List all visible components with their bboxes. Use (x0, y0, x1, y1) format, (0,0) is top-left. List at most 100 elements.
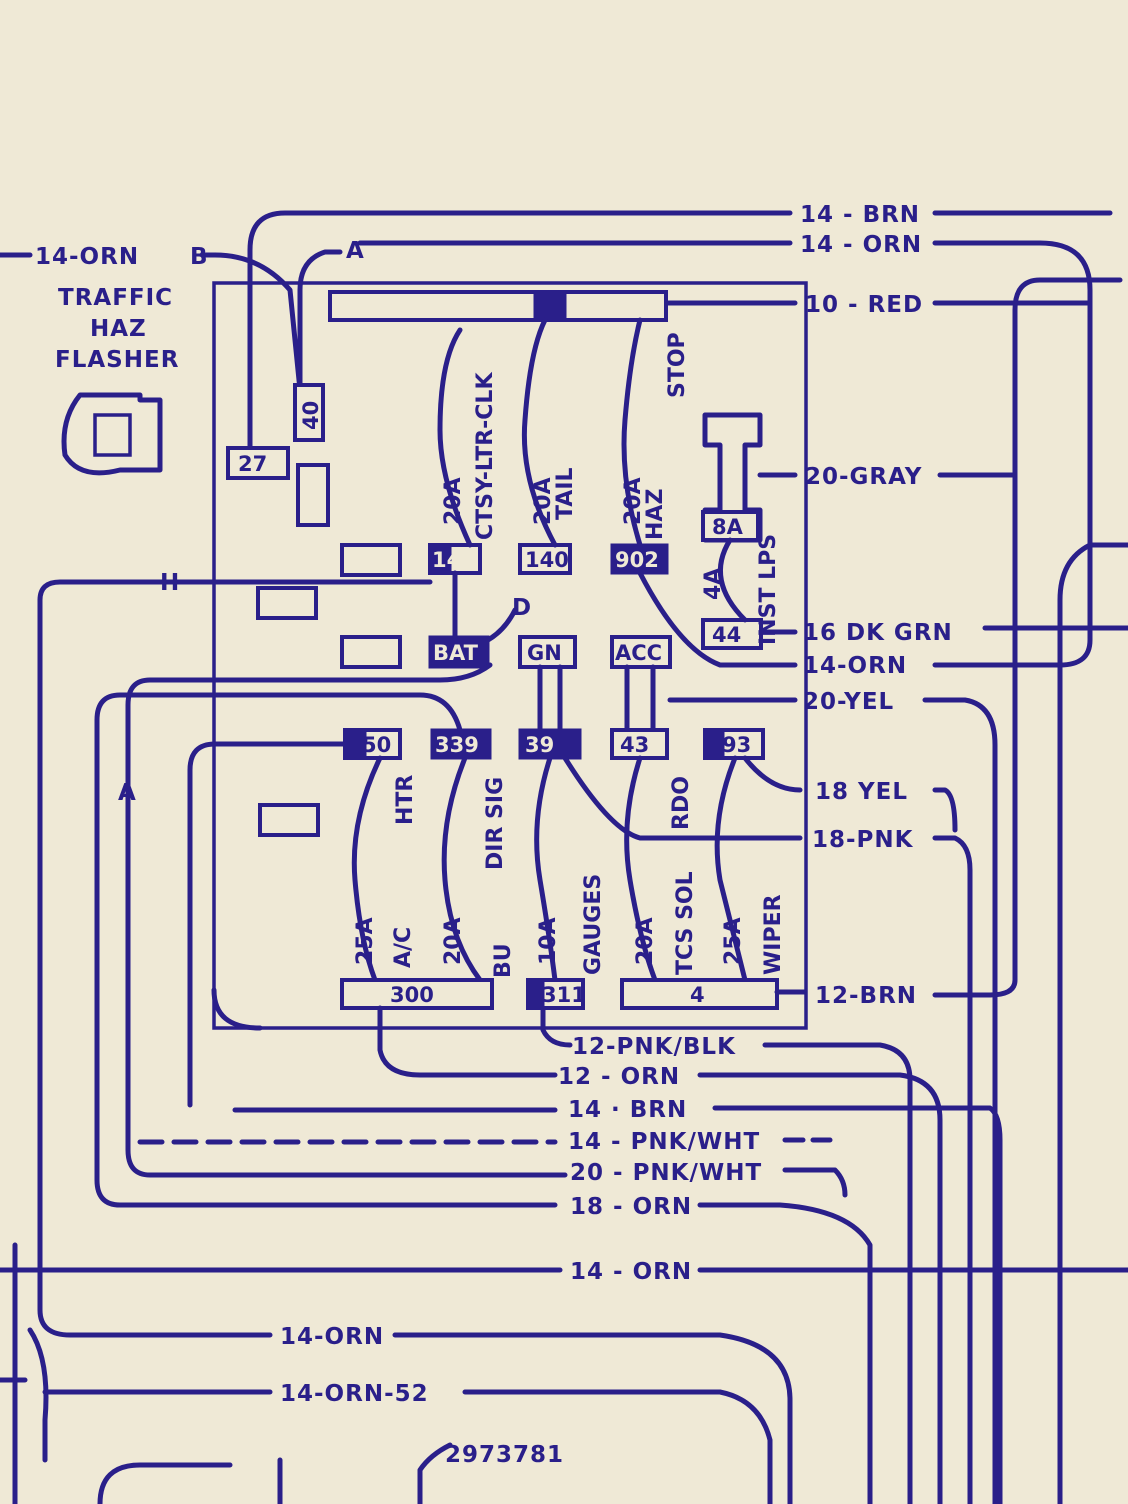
fuse-ctsy-wire (437, 327, 473, 548)
label-12-pnk-blk: 12-PNK/BLK (572, 1034, 736, 1060)
fuse-stop-name: STOP (665, 332, 690, 398)
fuse-block-outline (212, 281, 808, 1030)
term-50: 50 (362, 733, 391, 757)
terminal-27 (226, 446, 290, 480)
term-43: 43 (620, 733, 649, 757)
fuse-bu-name: BU (491, 943, 516, 978)
term-140: 140 (432, 548, 476, 572)
label-part-number: 2973781 (445, 1442, 564, 1468)
fuse-gauges-name: GAUGES (581, 874, 606, 975)
fuse-ac-name: A/C (391, 927, 416, 968)
label-a-top: A (346, 238, 365, 264)
term-27: 27 (238, 452, 267, 476)
label-h: H (160, 570, 180, 596)
label-18-pnk: 18-PNK (812, 827, 914, 853)
label-haz: HAZ (90, 316, 147, 342)
wire-loop-339 (94, 692, 558, 1208)
wire-93-yel18 (742, 755, 803, 793)
label-10-red: 10 - RED (805, 292, 923, 318)
fuse-tcs-wire (624, 755, 658, 983)
bat-to-d (485, 607, 518, 643)
wire-311-pnkblk (540, 1005, 573, 1048)
fuse-tail-name: TAIL (553, 467, 578, 520)
wire-loop-50 (187, 741, 348, 1108)
fuse-stop-wire (621, 317, 643, 548)
wire-orn12-r (697, 1072, 943, 1504)
term-339: 339 (435, 733, 479, 757)
wire-pnkblk-r (762, 1042, 913, 1504)
term-40: 40 (299, 401, 323, 430)
wire-39-pnk (562, 755, 803, 841)
term-bat: BAT (433, 641, 479, 665)
label-14-pnk-wht: 14 - PNK/WHT (568, 1129, 760, 1155)
label-14-brn-top: 14 - BRN (800, 202, 920, 228)
label-14-orn-low: 14-ORN (280, 1324, 384, 1350)
fuse-wiper-wire (714, 755, 748, 983)
wire-a-loop (297, 249, 343, 393)
fuse-haz-name: HAZ (643, 489, 668, 540)
term-acc: ACC (615, 641, 662, 665)
label-14-orn-mid: 14-ORN (803, 653, 907, 679)
power-bus-bar (328, 290, 668, 322)
fuse-rdo-name: RDO (669, 776, 694, 830)
fuse-ac-wire (351, 755, 383, 983)
label-14-brn: 14 · BRN (568, 1097, 687, 1123)
label-18-orn: 18 - ORN (570, 1194, 692, 1220)
wire-orn52-r (462, 1389, 773, 1504)
fuse-gauges-wire (534, 755, 558, 983)
label-14-orn-52: 14-ORN-52 (280, 1381, 429, 1407)
label-18-yel: 18 YEL (815, 779, 908, 805)
terminal-140b (518, 543, 572, 575)
fuse-ctsy-amp: 20A (441, 477, 466, 525)
term-4: 4 (690, 983, 705, 1007)
label-20-gray: 20-GRAY (805, 464, 922, 490)
fuse-inst-wire (717, 537, 748, 623)
terminal-311 (526, 978, 585, 1010)
gn-bus (537, 664, 563, 733)
wire-pnkwht20-r (782, 1167, 848, 1198)
label-16-dk-grn: 16 DK GRN (803, 620, 953, 646)
bus-bar-tap (533, 290, 567, 322)
fuse-tcs-amp: 20A (633, 917, 658, 965)
fuse-slot-empty-1 (296, 463, 330, 527)
wire-14-brn-top (247, 210, 793, 453)
label-12-orn: 12 - ORN (558, 1064, 680, 1090)
fuse-slot-empty-5 (258, 803, 320, 837)
terminal-311-fill (526, 978, 545, 1010)
label-d: D (512, 595, 532, 621)
terminal-300 (340, 978, 494, 1010)
term-300: 300 (390, 983, 434, 1007)
fuse-tcs-name: TCS SOL (673, 871, 698, 975)
term-gn: GN (527, 641, 562, 665)
fuse-htr-name: HTR (393, 775, 418, 825)
label-14-orn-long: 14 - ORN (570, 1259, 692, 1285)
terminal-140-fill (428, 543, 452, 575)
terminal-39 (518, 728, 582, 760)
label-flasher: FLASHER (55, 347, 179, 373)
fuse-stop-amp: 20A (621, 477, 646, 525)
term-311: 311 (542, 983, 586, 1007)
wire-yel18-r (932, 787, 958, 833)
fuse-inst-name: INST LPS (756, 534, 781, 645)
wire-h (37, 579, 433, 603)
fuse-bu-amp: 20A (441, 917, 466, 965)
wire-orn14-low-r (392, 1332, 793, 1504)
wire-top-right-2 (932, 240, 1093, 668)
fuse-wiper-amp: 25A (721, 917, 746, 965)
fuse-gauges-amp: 10A (536, 917, 561, 965)
label-14-orn-b: 14-ORN (35, 244, 139, 270)
wire-b-link (202, 252, 303, 393)
terminal-93-fill (703, 728, 725, 760)
wire-h-down (37, 597, 273, 1338)
fuse-tail-amp: 20A (531, 477, 556, 525)
column-fragment (0, 1242, 49, 1504)
flasher-body (61, 392, 163, 476)
fuse-slot-empty-2 (340, 543, 402, 577)
label-a-left: A (118, 780, 137, 806)
terminal-40-flasher (293, 383, 325, 442)
label-20-pnk-wht: 20 - PNK/WHT (570, 1160, 762, 1186)
bottom-fragment (97, 1442, 453, 1504)
wire-yel20-r (922, 697, 998, 1504)
label-traffic: TRAFFIC (58, 285, 173, 311)
